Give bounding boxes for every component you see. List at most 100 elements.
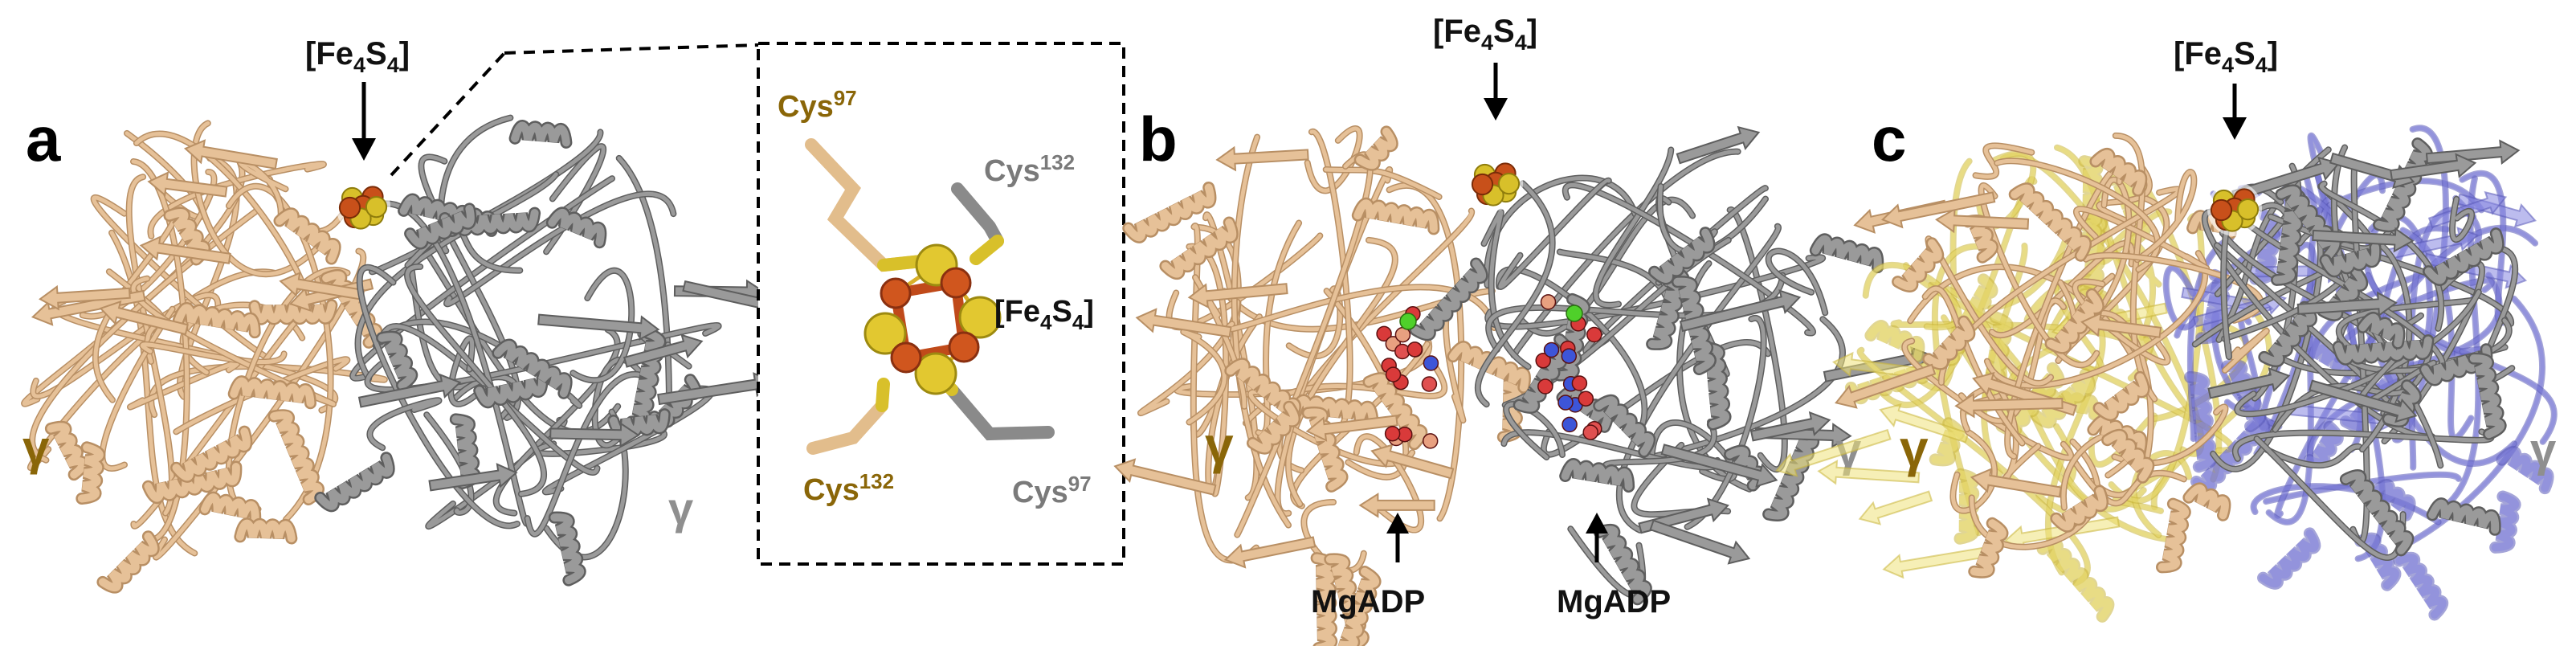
coil-segment: [2337, 298, 2475, 353]
ligand-atom: [1543, 341, 1560, 358]
coil-segment: [2235, 290, 2481, 416]
coil-segment: [1203, 212, 1259, 500]
alpha-helix: [508, 119, 573, 149]
mgadp-ligand-right: [1535, 294, 1602, 440]
coil-segment: [1951, 430, 1997, 513]
coil-segment: [2188, 235, 2234, 441]
beta-strand: [1882, 545, 1997, 579]
panel-c-letter: c: [1872, 104, 1906, 174]
alpha-helix: [1353, 125, 1398, 171]
alpha-helix: [545, 206, 607, 249]
beta-strand: [537, 313, 660, 341]
beta-strand: [183, 139, 278, 170]
alpha-helix: [2468, 352, 2507, 440]
coil-segment: [2101, 178, 2131, 307]
magnesium-atom: [1566, 305, 1583, 322]
alpha-helix: [1159, 216, 1239, 280]
chain-label-b-left: γ: [1205, 416, 1234, 474]
beta-strand: [1660, 444, 1778, 488]
alpha-helix: [2339, 469, 2415, 557]
fe4s4-cube-inset: [863, 243, 1002, 395]
coil-segment: [405, 264, 546, 497]
beta-strand: [1858, 490, 1933, 525]
coil-segment: [1302, 500, 1366, 573]
alpha-helix: [1224, 358, 1301, 425]
cluster-label-inset: [Fe4S4]: [994, 295, 1094, 334]
coil-segment: [1985, 251, 2207, 388]
coil-segment: [1354, 434, 1423, 532]
protein-b-right-chain: [1409, 125, 1933, 606]
coil-segment: [1959, 298, 2066, 423]
coil-segment: [140, 342, 287, 365]
beta-strand: [1223, 536, 1317, 569]
cluster-label-b: [Fe4S4]: [1433, 14, 1537, 55]
ligand-atom: [1406, 341, 1423, 358]
beta-strand: [428, 463, 518, 492]
coil-segment: [1766, 249, 1827, 315]
beta-strand: [2312, 227, 2415, 253]
alpha-helix: [1310, 552, 1338, 646]
ligand-atom: [1578, 390, 1594, 407]
coil-segment: [1617, 224, 1781, 533]
panel-a-letter: a: [26, 104, 61, 174]
chain-label-c-right: γ: [2530, 424, 2557, 476]
panel-a: a [Fe4S4] γ γ: [21, 36, 795, 594]
zoom-line-a: [390, 51, 506, 177]
alpha-helix: [227, 375, 316, 410]
fe4s4-cluster-c: [2207, 182, 2262, 236]
alpha-helix: [76, 441, 106, 505]
beta-strand: [1935, 207, 2030, 234]
beta-strand: [1305, 415, 1398, 442]
beta-strand: [1749, 411, 1831, 442]
mgadp-label-right: MgADP: [1557, 584, 1671, 619]
alpha-helix: [1559, 458, 1635, 493]
ligand-atom: [1421, 376, 1438, 392]
alpha-helix: [44, 420, 89, 481]
beta-strand: [1215, 145, 1309, 172]
alpha-helix: [2354, 532, 2402, 591]
beta-strand: [147, 171, 228, 198]
beta-strand: [1970, 468, 2063, 498]
coil-segment: [1594, 148, 1673, 308]
alpha-helix: [2008, 182, 2092, 262]
alpha-helix: [1809, 233, 1884, 274]
alpha-helix: [2369, 479, 2416, 521]
alpha-helix: [2275, 184, 2341, 262]
alpha-helix: [2044, 288, 2104, 354]
ligand-atom: [1423, 355, 1439, 371]
alpha-helix: [2357, 312, 2406, 350]
beta-strand: [1775, 428, 1892, 477]
coil-segment: [444, 191, 676, 306]
beta-strand: [1649, 519, 1751, 565]
coil-segment: [2097, 165, 2152, 226]
alpha-helix: [170, 425, 253, 483]
alpha-helix: [2423, 227, 2505, 286]
alpha-helix: [172, 301, 261, 339]
cluster-label-c: [Fe4S4]: [2174, 36, 2278, 77]
chain-label-a-left: γ: [22, 421, 50, 475]
coil-segment: [382, 202, 529, 526]
ligand-atom: [1561, 348, 1578, 364]
cys-label-top-right: Cys132: [984, 150, 1075, 188]
alpha-helix: [1648, 227, 1716, 285]
cluster-arrow-c: [2223, 84, 2247, 140]
mgadp-ligand-left: [1376, 305, 1439, 449]
chain-label-a-right: γ: [668, 483, 693, 534]
iron-atom: [338, 196, 361, 219]
beta-strand: [99, 300, 189, 336]
ligand-atom: [1535, 353, 1551, 369]
ligand-atom: [1562, 416, 1578, 433]
beta-strand: [2309, 379, 2418, 423]
alpha-helix: [625, 327, 667, 428]
coil-segment: [448, 336, 486, 407]
alpha-helix: [1593, 523, 1652, 606]
coil-segment: [30, 209, 258, 463]
coil-segment: [1248, 390, 1415, 466]
coil-segment: [1970, 440, 2100, 550]
alpha-helix: [376, 330, 418, 392]
ligand-atom: [1422, 433, 1439, 449]
alpha-helix: [2303, 420, 2344, 469]
coil-segment: [2267, 195, 2343, 525]
ligand-atom: [1540, 294, 1557, 310]
alpha-helix: [96, 530, 160, 594]
